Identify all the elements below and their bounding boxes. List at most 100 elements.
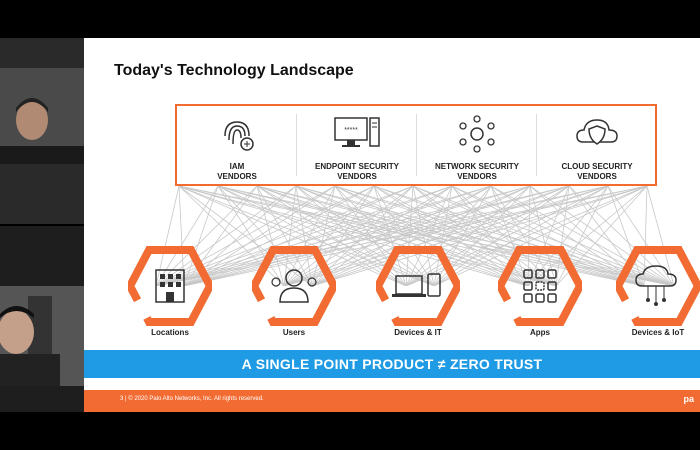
connector-line	[283, 186, 453, 286]
connector-line	[283, 186, 375, 286]
connector-line	[183, 186, 414, 286]
copyright-text: 3 | © 2020 Palo Alto Networks, Inc. All …	[120, 396, 264, 402]
category-devices-iot: Devices & IoT	[613, 246, 700, 337]
connector-line	[155, 186, 570, 286]
zero-trust-banner: A SINGLE POINT PRODUCT ≠ ZERO TRUST	[84, 350, 700, 378]
palo-alto-logo: pa	[683, 394, 694, 404]
connector-lines	[155, 186, 675, 286]
connector-line	[568, 186, 645, 286]
svg-text:*****: *****	[344, 127, 358, 134]
connector-line	[412, 186, 435, 286]
connector-line	[183, 186, 492, 286]
connector-line	[607, 186, 645, 286]
connector-line	[155, 186, 492, 286]
vendor-label-network: NETWORK SECURITY VENDORS	[435, 162, 519, 181]
connector-line	[646, 186, 675, 286]
fingerprint-icon	[224, 121, 254, 151]
participant-2-image	[0, 226, 84, 412]
connector-line	[334, 186, 435, 286]
category-label: Locations	[151, 328, 189, 337]
vendor-endpoint: ***** ENDPOINT SECURITY VENDORS	[297, 106, 417, 184]
connector-line	[405, 186, 492, 286]
slide-footer: 3 | © 2020 Palo Alto Networks, Inc. All …	[84, 390, 700, 412]
building-icon	[155, 269, 185, 303]
category-locations: Locations	[125, 246, 215, 337]
cloud-shield-icon	[576, 119, 618, 145]
vendor-label-cloud: CLOUD SECURITY VENDORS	[561, 162, 633, 181]
connector-line	[283, 186, 297, 286]
connector-line	[283, 186, 570, 286]
connector-line	[373, 186, 407, 286]
connector-line	[527, 186, 648, 286]
participant-video-2[interactable]	[0, 226, 84, 412]
connector-line	[256, 186, 435, 286]
connector-line	[373, 186, 645, 286]
vendor-label-iam: IAM VENDORS	[217, 162, 257, 181]
vendor-divider	[536, 114, 537, 176]
participant-1-image	[0, 38, 84, 224]
connector-line	[433, 186, 492, 286]
connector-line	[183, 186, 570, 286]
connector-line	[155, 186, 648, 286]
connector-line	[412, 186, 645, 286]
vendor-divider	[416, 114, 417, 176]
category-apps: Apps	[495, 246, 585, 337]
connector-line	[283, 186, 492, 286]
slide-title: Today's Technology Landscape	[114, 62, 354, 79]
connector-line	[283, 186, 609, 286]
connector-line	[405, 186, 609, 286]
network-icon	[459, 115, 495, 153]
apps-grid-icon	[523, 269, 557, 303]
presentation-slide: Today's Technology Landscape IAM VENDORS…	[84, 38, 700, 412]
connector-line	[311, 186, 531, 286]
connector-line	[183, 186, 336, 286]
connector-line	[643, 186, 648, 286]
category-label: Users	[282, 328, 306, 337]
connector-line	[405, 186, 453, 286]
category-label: Devices & IoT	[631, 328, 685, 337]
connector-line	[373, 186, 435, 286]
hexagon-frame	[125, 246, 215, 326]
connector-line	[217, 186, 407, 286]
connector-line	[451, 186, 529, 286]
connector-line	[295, 186, 435, 286]
connector-line	[155, 186, 609, 286]
connector-line	[283, 186, 336, 286]
vendor-divider	[296, 114, 297, 176]
connector-line	[217, 186, 529, 286]
hexagon-frame	[249, 246, 339, 326]
category-label: Apps	[530, 328, 550, 337]
devices-icon	[392, 273, 441, 297]
users-icon	[271, 269, 317, 303]
connector-line	[256, 186, 529, 286]
connector-line	[527, 186, 570, 286]
category-label: Devices & IT	[394, 328, 442, 337]
hexagon-frame	[373, 246, 463, 326]
hexagon-frame	[613, 246, 700, 326]
connector-line	[490, 186, 529, 286]
connector-line	[334, 186, 407, 286]
connector-line	[433, 186, 648, 286]
vendor-box: IAM VENDORS ***** ENDPOINT SECURITY VEND…	[175, 104, 657, 186]
connector-line	[334, 186, 529, 286]
connector-line	[283, 186, 414, 286]
connector-line	[183, 186, 219, 286]
connector-line	[405, 186, 570, 286]
connector-line	[405, 186, 414, 286]
connector-line	[183, 186, 531, 286]
connector-line	[183, 186, 453, 286]
connector-line	[451, 186, 645, 286]
connector-line	[373, 186, 529, 286]
participant-video-1[interactable]	[0, 38, 84, 224]
vendor-iam: IAM VENDORS	[177, 106, 297, 184]
connector-line	[311, 186, 648, 286]
computer-icon: *****	[334, 117, 380, 147]
connector-line	[311, 186, 570, 286]
connector-line	[183, 186, 609, 286]
connector-line	[433, 186, 570, 286]
connector-line	[295, 186, 529, 286]
vendor-network: NETWORK SECURITY VENDORS	[417, 106, 537, 184]
connector-line	[256, 186, 285, 286]
vendor-cloud: CLOUD SECURITY VENDORS	[537, 106, 657, 184]
connector-line	[433, 186, 453, 286]
